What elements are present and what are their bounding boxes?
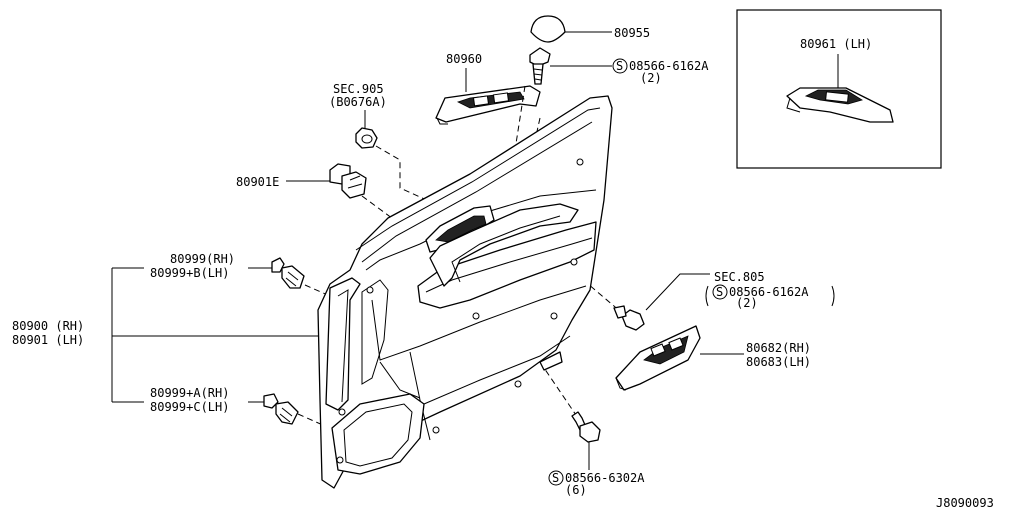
label-80960: 80960 (446, 52, 482, 66)
clip-sec905: SEC.905 (B0676A) (329, 82, 387, 149)
label-80999a-rh: 80999+A(RH) (150, 386, 229, 400)
label-screw-mid: 08566-6162A (729, 285, 809, 299)
label-screw-top-qty: (2) (640, 71, 662, 85)
label-80999b-lh: 80999+B(LH) (150, 266, 229, 280)
screw-top: S 08566-6162A (2) (529, 47, 709, 85)
label-sec905-ref: (B0676A) (329, 95, 387, 109)
clip-80999-lower: 80999+A(RH) 80999+C(LH) (150, 386, 299, 425)
label-sec805: SEC.805 (714, 270, 765, 284)
label-sec905: SEC.905 (333, 82, 384, 96)
screw-bottom: S 08566-6302A (6) (548, 411, 645, 497)
screw-mid-sec805: SEC.805 S 08566-6162A (2) (613, 270, 835, 331)
diagram-id: J8090093 (936, 496, 994, 510)
clip-80901e: 80901E (236, 163, 367, 199)
cap-80955: 80955 (530, 15, 650, 43)
label-80901e: 80901E (236, 175, 279, 189)
label-80999-rh: 80999(RH) (170, 252, 235, 266)
label-80900-rh: 80900 (RH) (12, 319, 84, 333)
label-80961-lh: 80961 (LH) (800, 37, 872, 51)
label-screw-bottom-qty: (6) (565, 483, 587, 497)
inset-80961: 80961 (LH) (736, 9, 942, 169)
door-trim-panel (317, 95, 613, 489)
switch-finisher-80960: 80960 (435, 52, 541, 125)
bezel-80682: 80682(RH) 80683(LH) (615, 325, 811, 391)
label-80682-rh: 80682(RH) (746, 341, 811, 355)
s-symbol-mid: S (716, 285, 723, 299)
label-80955: 80955 (614, 26, 650, 40)
label-screw-bottom: 08566-6302A (565, 471, 645, 485)
s-symbol-top: S (616, 59, 623, 73)
bracket-80900: 80900 (RH) 80901 (LH) (12, 267, 318, 403)
label-80683-lh: 80683(LH) (746, 355, 811, 369)
label-screw-mid-qty: (2) (736, 296, 758, 310)
clip-80999-upper: 80999(RH) 80999+B(LH) (150, 252, 305, 289)
label-80901-lh: 80901 (LH) (12, 333, 84, 347)
s-symbol-bottom: S (552, 471, 559, 485)
label-screw-top: 08566-6162A (629, 59, 709, 73)
label-80999c-lh: 80999+C(LH) (150, 400, 229, 414)
